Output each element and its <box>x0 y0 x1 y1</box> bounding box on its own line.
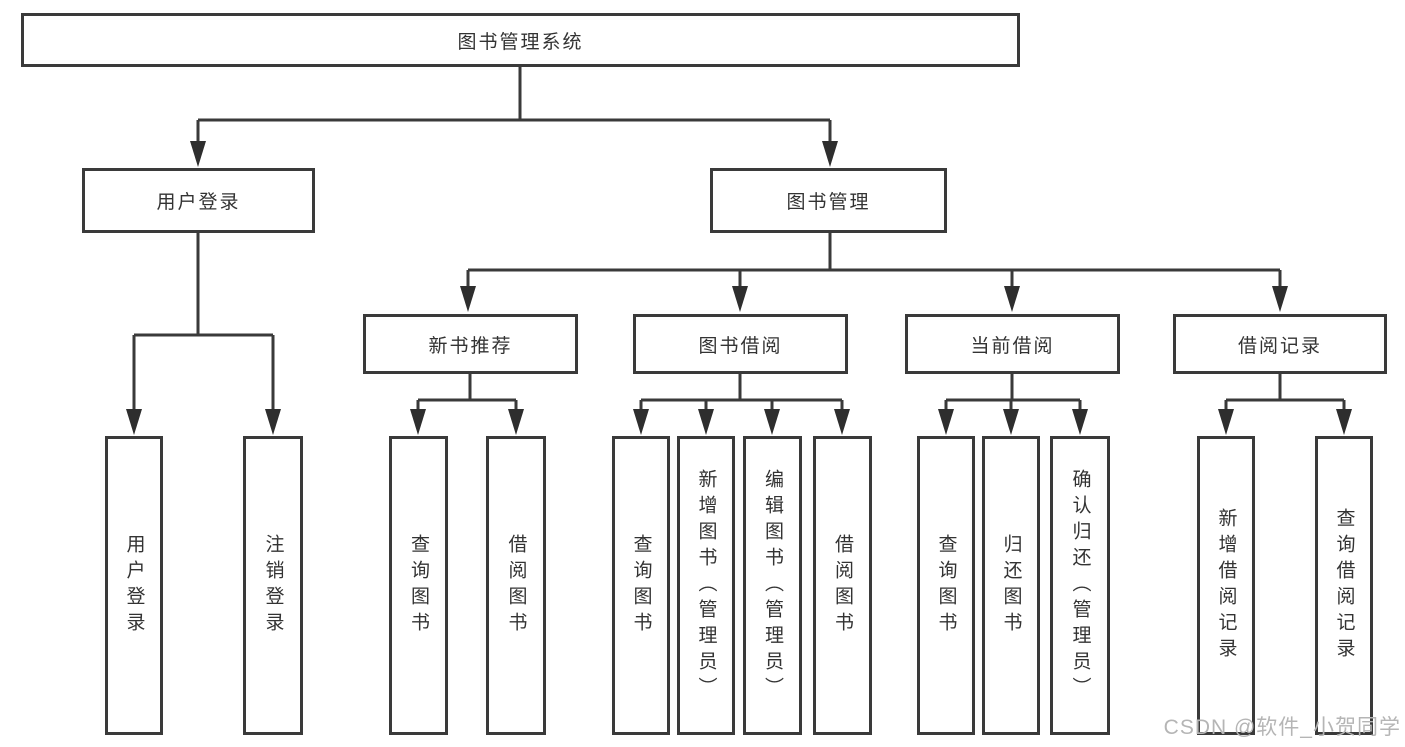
connector-login-to-leaves <box>132 233 275 412</box>
connector-current-to-leaves <box>944 374 1082 412</box>
branch-user-login: 用户登录 <box>82 168 315 233</box>
leaf-return-book: 归还图书 <box>982 436 1040 735</box>
connector-root-to-level2 <box>196 67 832 144</box>
group-borrow-records: 借阅记录 <box>1173 314 1387 374</box>
leaf-confirm-return-admin-label: 确认归还（管理员） <box>1069 468 1091 703</box>
connector-borrow-to-leaves <box>639 374 844 412</box>
leaf-query-books-1: 查询图书 <box>389 436 448 735</box>
leaf-add-borrow-record: 新增借阅记录 <box>1197 436 1255 735</box>
leaf-query-borrow-record-label: 查询借阅记录 <box>1333 507 1355 664</box>
arrowheads <box>126 141 1352 435</box>
group-book-borrow: 图书借阅 <box>633 314 848 374</box>
leaf-borrow-books-1: 借阅图书 <box>486 436 546 735</box>
connector-mgmt-to-level3 <box>466 233 1282 289</box>
group-borrow-records-label: 借阅记录 <box>1237 335 1322 357</box>
branch-book-management-label: 图书管理 <box>786 192 871 213</box>
branch-user-login-label: 用户登录 <box>156 192 241 213</box>
leaf-confirm-return-admin: 确认归还（管理员） <box>1050 436 1110 735</box>
group-current-borrow: 当前借阅 <box>905 314 1120 374</box>
leaf-logout: 注销登录 <box>243 436 303 735</box>
leaf-query-books-2-label: 查询图书 <box>630 533 652 638</box>
leaf-query-books-2: 查询图书 <box>612 436 670 735</box>
leaf-borrow-books-2-label: 借阅图书 <box>832 533 853 638</box>
leaf-query-books-3-label: 查询图书 <box>935 533 957 638</box>
leaf-user-login: 用户登录 <box>105 436 163 735</box>
leaf-add-book-admin: 新增图书（管理员） <box>677 436 735 735</box>
group-book-borrow-label: 图书借阅 <box>698 335 783 357</box>
group-current-borrow-label: 当前借阅 <box>970 335 1055 357</box>
node-root-label: 图书管理系统 <box>457 31 584 53</box>
leaf-edit-book-admin: 编辑图书（管理员） <box>743 436 802 735</box>
group-new-book-recommend-label: 新书推荐 <box>428 335 513 357</box>
leaf-query-borrow-record: 查询借阅记录 <box>1315 436 1373 735</box>
branch-book-management: 图书管理 <box>710 168 947 233</box>
node-root: 图书管理系统 <box>21 13 1020 67</box>
leaf-query-books-1-label: 查询图书 <box>408 533 429 638</box>
leaf-add-book-admin-label: 新增图书（管理员） <box>695 468 717 703</box>
connector-newbook-to-leaves <box>416 374 518 412</box>
watermark: CSDN @软件_小贺同学 <box>1163 716 1401 739</box>
leaf-query-books-3: 查询图书 <box>917 436 975 735</box>
leaf-return-book-label: 归还图书 <box>1000 533 1022 638</box>
leaf-logout-label: 注销登录 <box>262 533 284 638</box>
leaf-edit-book-admin-label: 编辑图书（管理员） <box>762 468 783 703</box>
leaf-user-login-label: 用户登录 <box>123 533 145 638</box>
connector-records-to-leaves <box>1224 374 1346 412</box>
leaf-add-borrow-record-label: 新增借阅记录 <box>1215 507 1237 664</box>
leaf-borrow-books-1-label: 借阅图书 <box>505 533 527 638</box>
group-new-book-recommend: 新书推荐 <box>363 314 578 374</box>
leaf-borrow-books-2: 借阅图书 <box>813 436 872 735</box>
